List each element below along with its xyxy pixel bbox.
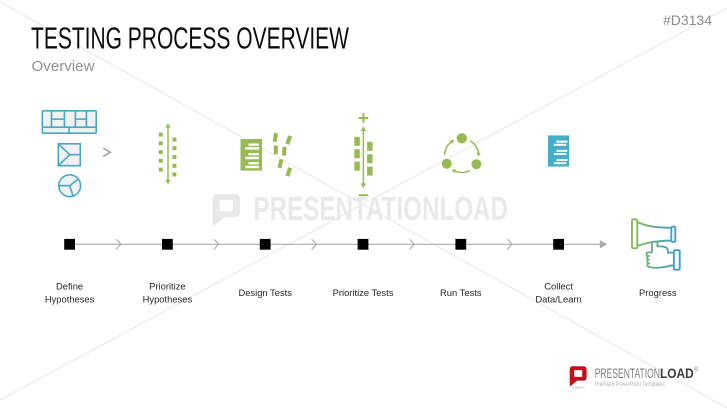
svg-text:Hypotheses: Hypotheses bbox=[45, 293, 95, 304]
svg-text:PRESENTATION: PRESENTATION bbox=[595, 365, 660, 381]
svg-text:Design Tests: Design Tests bbox=[238, 287, 292, 298]
svg-text:®: ® bbox=[694, 367, 699, 374]
svg-text:Data/Learn: Data/Learn bbox=[535, 293, 581, 304]
svg-text:Prioritize Tests: Prioritize Tests bbox=[333, 287, 394, 298]
svg-text:#D3134: #D3134 bbox=[663, 12, 712, 28]
svg-text:Define: Define bbox=[56, 280, 83, 291]
svg-text:Prioritize: Prioritize bbox=[149, 280, 185, 291]
svg-text:Premium PowerPoint Templates: Premium PowerPoint Templates bbox=[595, 381, 665, 388]
svg-text:Overview: Overview bbox=[32, 59, 96, 75]
svg-text:Collect: Collect bbox=[544, 280, 573, 291]
svg-text:TESTING PROCESS OVERVIEW: TESTING PROCESS OVERVIEW bbox=[31, 22, 349, 55]
svg-text:LOAD: LOAD bbox=[660, 365, 694, 381]
svg-text:PRESENTATIONLOAD: PRESENTATIONLOAD bbox=[254, 191, 509, 228]
svg-text:Hypotheses: Hypotheses bbox=[143, 293, 193, 304]
svg-text:Run Tests: Run Tests bbox=[440, 287, 482, 298]
svg-text:Progress: Progress bbox=[639, 287, 677, 298]
